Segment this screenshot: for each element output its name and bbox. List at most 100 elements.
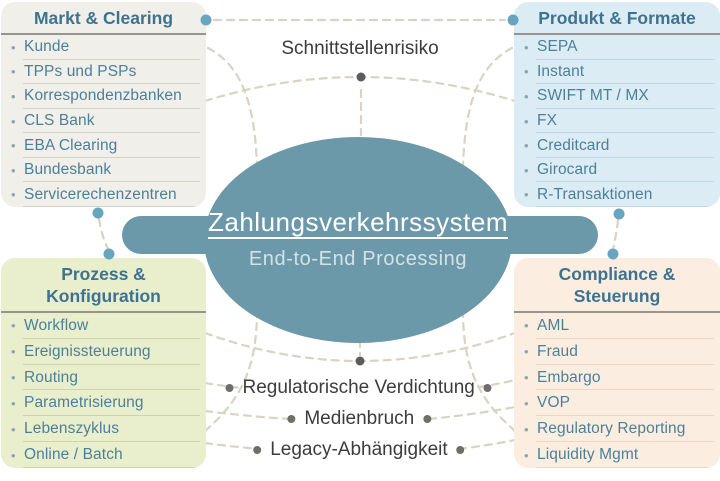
panel-title: Produkt & Formate (514, 2, 720, 35)
bullet-icon: • (524, 138, 529, 154)
list-item-label: TPPs und PSPs (24, 62, 137, 80)
list-item-label: Lebenszyklus (24, 420, 120, 438)
bullet-icon: • (11, 421, 16, 437)
list-item-label: Regulatory Reporting (537, 420, 686, 438)
dot-icon (253, 446, 262, 454)
bullet-icon: • (524, 344, 529, 360)
bullet-icon: • (524, 370, 529, 386)
dashed-bottom-arc (203, 331, 517, 363)
list-item: • Korrespondenzbanken (1, 84, 206, 109)
bullet-icon: • (11, 187, 16, 203)
panel-title: Prozess & Konfiguration (1, 258, 206, 313)
list-item-label: Ereignissteuerung (24, 342, 151, 360)
dot-icon (483, 384, 492, 392)
panel-list: •AML •Fraud •Embargo •VOP •Regulatory Re… (514, 313, 720, 468)
bullet-icon: • (11, 318, 16, 334)
list-item-label: Routing (24, 368, 79, 386)
dashed-bottom-right-curve (461, 308, 516, 432)
list-item: • Fraud (514, 339, 720, 365)
bullet-icon: • (11, 162, 16, 178)
list-item-label: Parametrisierung (24, 394, 144, 412)
list-item: •Girocard (514, 158, 720, 183)
list-item: • SEPA (514, 35, 720, 60)
dashed-left-side-link (97, 217, 110, 251)
list-item: • EBA Clearing (1, 133, 206, 158)
list-item: • Embargo (514, 365, 720, 391)
risk-label-text: Regulatorische Verdichtung (242, 377, 475, 398)
list-item-label: Servicerechenzentren (24, 185, 177, 203)
risk-label-schnittstellenrisiko: Schnittstellenrisiko (0, 38, 720, 60)
dashed-top-arc (203, 75, 517, 103)
diagram-title: Zahlungsverkehrssystem (208, 207, 508, 237)
list-item-label: SWIFT MT / MX (537, 87, 649, 105)
panel-title: Markt & Clearing (1, 2, 206, 35)
list-item: •Regulatory Reporting (514, 416, 720, 442)
node-dot (613, 208, 625, 220)
dashed-link-medienbruch-left (203, 409, 293, 421)
risk-label-text: Schnittstellenrisiko (281, 38, 439, 59)
dashed-top-right-curve (461, 46, 514, 174)
dot-icon (287, 415, 296, 423)
list-item-label: Liquidity Mgmt (537, 446, 639, 464)
bullet-icon: • (11, 138, 16, 154)
list-item-label: Fraud (537, 342, 578, 360)
list-item: •Online / Batch (1, 442, 206, 468)
panel-produkt-formate: Produkt & Formate • SEPA •Instant • SWIFT … (514, 2, 720, 207)
bullet-icon: • (524, 39, 529, 55)
risk-label-text: Legacy-Abhängigkeit (270, 439, 448, 460)
list-item: •Ereignissteuerung (1, 339, 206, 365)
risk-label-legacy-abhaengigkeit: Legacy-Abhängigkeit (253, 439, 465, 461)
list-item-label: SEPA (537, 38, 578, 56)
bullet-icon: • (524, 187, 529, 203)
diagram-subtitle: End-to-End Processing (248, 248, 468, 270)
panel-title: Compliance & Steuerung (514, 258, 720, 313)
list-item: • FX (514, 109, 720, 134)
risk-label-text: Medienbruch (304, 408, 415, 429)
bullet-icon: • (11, 64, 16, 80)
panel-prozess-konfiguration: Prozess & Konfiguration •Workflow •Ereig… (1, 258, 206, 468)
list-item-label: Creditcard (537, 136, 610, 154)
bullet-icon: • (524, 318, 529, 334)
panel-list: • Workflow •Ereignissteuerung • Routing • P… (1, 313, 206, 468)
list-item-label: Girocard (537, 161, 598, 179)
bullet-icon: • (524, 88, 529, 104)
list-item: • CLS Bank (1, 109, 206, 134)
risk-label-regulatorische-verdichtung: Regulatorische Verdichtung (225, 377, 492, 399)
dashed-link-legacy-left (203, 441, 262, 451)
list-item-label: Korrespondenzbanken (24, 87, 182, 105)
list-item-label: EBA Clearing (24, 136, 118, 154)
node-dot (92, 207, 104, 219)
bottom-node-dot (355, 356, 365, 366)
panel-markt-clearing: Markt & Clearing •Kunde •TPPs und PSPs •… (1, 2, 206, 207)
bullet-icon: • (524, 113, 529, 129)
dashed-link-medienbruch-right (427, 405, 517, 421)
list-item: • Lebenszyklus (1, 416, 206, 442)
dashed-right-side-link (611, 218, 620, 251)
dashed-link-legacy-right (457, 438, 517, 451)
bullet-icon: • (524, 395, 529, 411)
panel-list: •Kunde •TPPs und PSPs •Korrespondenzbank… (1, 35, 206, 207)
list-item-label: R-Transaktionen (537, 185, 653, 203)
list-item-label: VOP (537, 394, 571, 412)
list-item-label: Embargo (537, 368, 601, 386)
list-item: • R-Transaktionen (514, 182, 720, 207)
list-item: •Instant (514, 60, 720, 85)
bullet-icon: • (11, 88, 16, 104)
bullet-icon: • (524, 447, 529, 463)
list-item: • AML (514, 313, 720, 339)
list-item-label: Kunde (24, 38, 70, 56)
panel-list: • SEPA •Instant • SWIFT MT / MX • FX • Credi… (514, 35, 720, 207)
top-node-dot (356, 72, 366, 82)
list-item-label: Workflow (24, 316, 89, 334)
list-item: • VOP (514, 390, 720, 417)
list-item-label: FX (537, 112, 558, 130)
bullet-icon: • (11, 113, 16, 129)
list-item: • Liquidity Mgmt (514, 442, 720, 468)
list-item-label: AML (537, 316, 570, 334)
dashed-top-left-curve (206, 46, 259, 174)
list-item: •Kunde (1, 35, 206, 60)
dot-icon (456, 446, 465, 454)
bullet-icon: • (11, 447, 16, 463)
list-item-label: CLS Bank (24, 112, 95, 130)
